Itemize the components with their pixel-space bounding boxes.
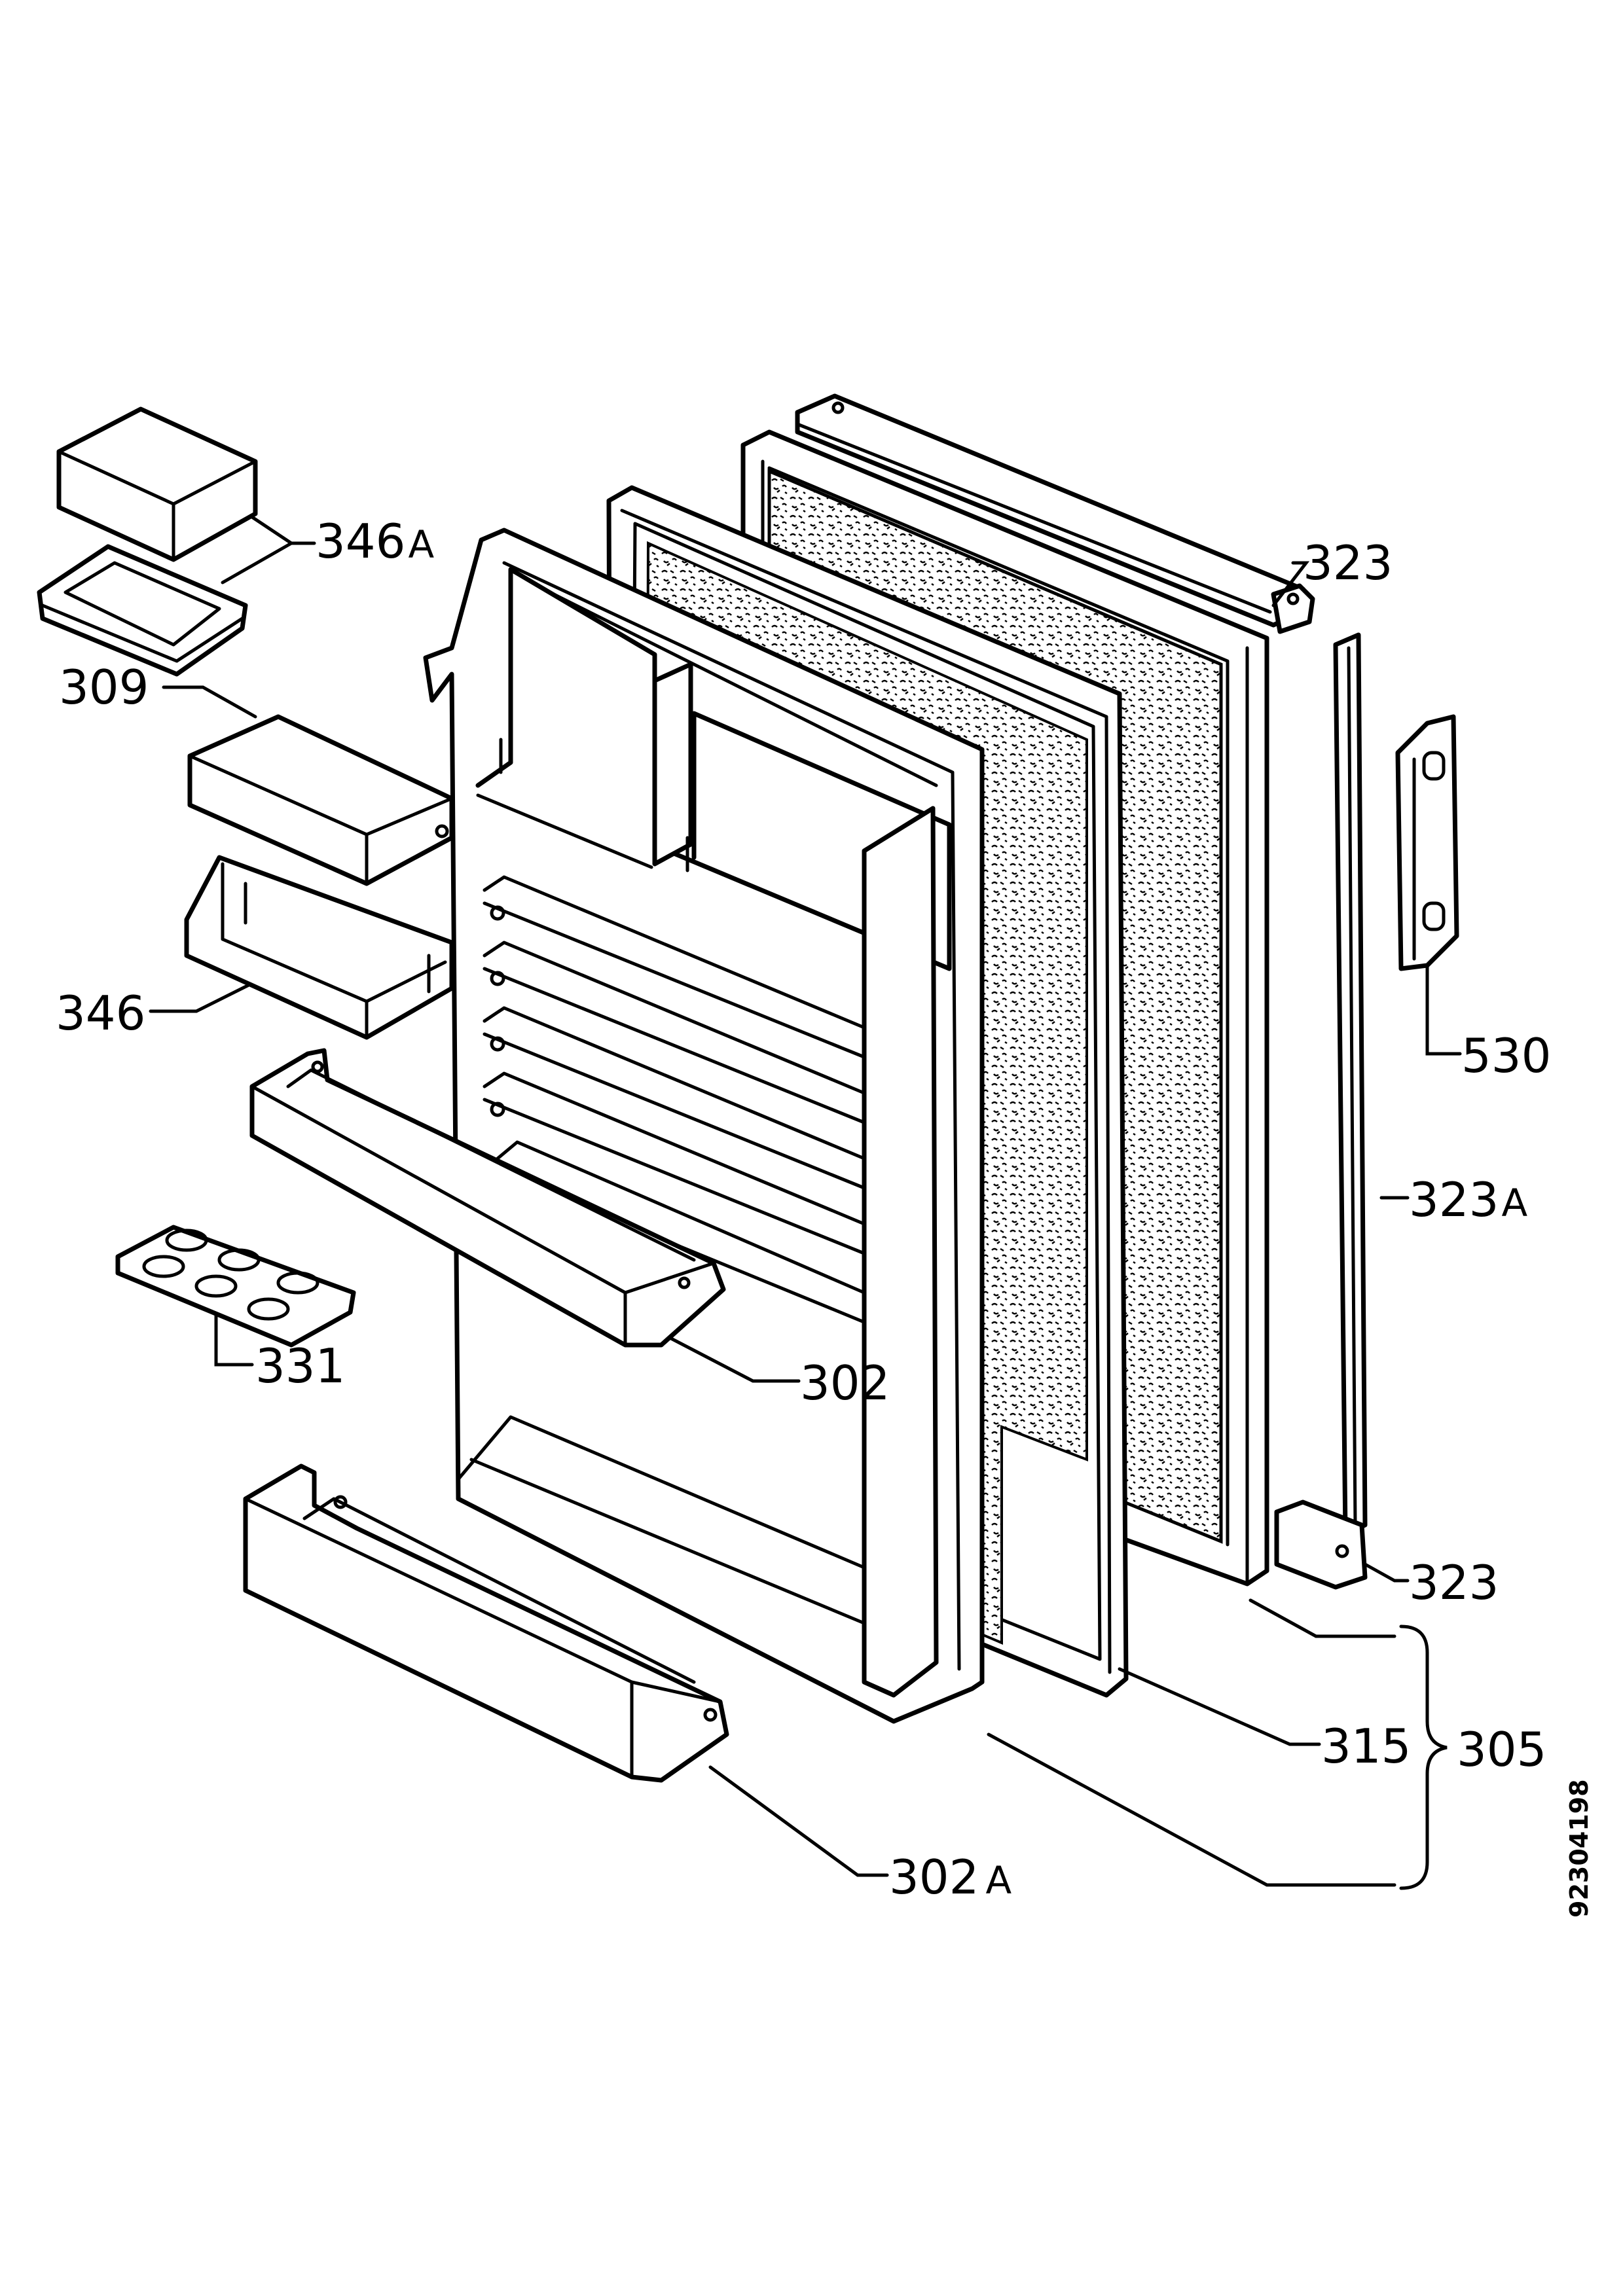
handle-530 [1395,714,1459,971]
inner-door-liner [423,528,985,1724]
callout-346A: 346A [316,514,434,569]
callout-323-bottom: 323 [1409,1555,1499,1610]
butter-lid-346A [56,406,258,562]
bottom-shelf-302A [243,1463,729,1783]
callout-309: 309 [59,660,149,715]
dairy-box-346 [184,855,454,1040]
callout-305: 305 [1457,1722,1546,1777]
callout-323A: 323A [1409,1172,1527,1227]
leader-lines [149,515,1462,1890]
callout-530: 530 [1461,1028,1551,1083]
document-number: 92304198 [1565,1779,1594,1918]
callout-331: 331 [255,1338,345,1393]
egg-tray-331 [115,1225,356,1348]
bottom-hinge-bar-323 [1274,1499,1368,1590]
callout-323-top: 323 [1303,535,1393,590]
top-hinge-bar-323 [795,393,1315,634]
vertical-strip-323A [1333,632,1368,1537]
door-shelf-302 [249,1048,726,1348]
dairy-cover-309 [187,714,454,886]
butter-frame-346A [37,544,248,677]
callout-346: 346 [56,986,145,1041]
callout-315: 315 [1321,1719,1411,1774]
callout-302: 302 [800,1355,890,1410]
